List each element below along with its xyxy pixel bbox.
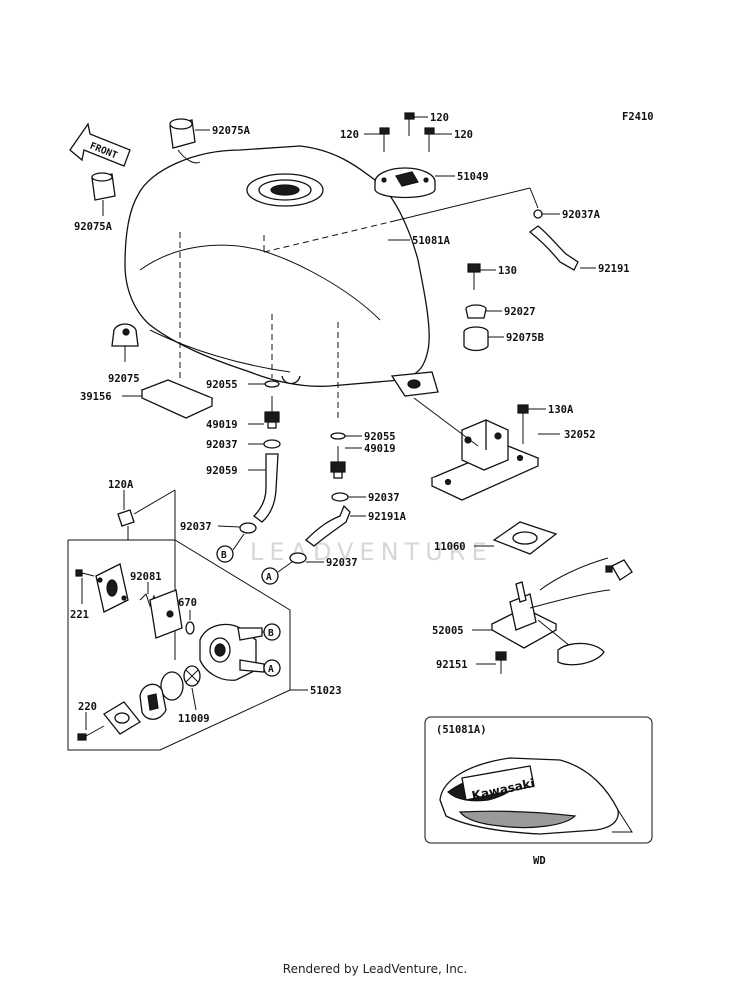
part-label-221: 221 — [70, 609, 89, 621]
fitting-49019-right — [330, 446, 346, 479]
part-label-11060: 11060 — [434, 541, 466, 553]
variant-box — [424, 716, 653, 844]
bolt-130 — [467, 263, 481, 290]
screw-120-right — [424, 127, 435, 152]
footer-credit: Rendered by LeadVenture, Inc. — [282, 962, 468, 976]
part-label-92075: 92075 — [108, 373, 140, 385]
part-label-670: 670 — [178, 597, 197, 609]
watermark: LEADVENTURE — [250, 538, 493, 566]
part-label-92075A-1: 92075A — [212, 125, 251, 137]
fuel-tank-body — [124, 145, 439, 397]
part-label-120-1: 120 — [430, 112, 449, 124]
part-label-92037-3: 92037 — [180, 521, 212, 533]
part-label-120-2: 120 — [340, 129, 359, 141]
part-label-92191A: 92191A — [368, 511, 407, 523]
part-label-120-3: 120 — [454, 129, 473, 141]
part-label-11009: 11009 — [178, 713, 210, 725]
part-label-51049: 51049 — [457, 171, 489, 183]
part-label-39156: 39156 — [80, 391, 112, 403]
fuel-cock-body — [199, 623, 265, 681]
filter-11009 — [183, 665, 201, 687]
callout-b-label-2: B — [268, 628, 274, 639]
part-label-92027: 92027 — [504, 306, 536, 318]
callout-a-label-2: A — [268, 664, 274, 675]
part-label-52005: 52005 — [432, 625, 464, 637]
diaphragm-plate — [149, 589, 183, 639]
part-label-92075A-2: 92075A — [74, 221, 113, 233]
callout-a-icon — [261, 567, 279, 585]
part-label-92055-2: 92055 — [364, 431, 396, 443]
damper-92075B — [463, 326, 489, 352]
front-arrow-icon: FRONT — [69, 122, 131, 167]
part-label-120A: 120A — [108, 479, 134, 491]
gasket-11060 — [492, 521, 558, 555]
fitting-49019-left — [264, 396, 280, 429]
rubber-92075 — [111, 323, 139, 347]
variant-box-title: (51081A) — [436, 724, 487, 736]
callout-a-icon-2 — [263, 659, 281, 677]
callout-b-icon — [216, 545, 234, 563]
screw-220 — [77, 725, 105, 741]
diagram-code: F2410 — [622, 111, 654, 123]
lever-plate — [103, 701, 141, 735]
variant-tank-graphic — [439, 757, 633, 835]
part-label-49019-1: 49019 — [206, 419, 238, 431]
part-label-92037A: 92037A — [562, 209, 601, 221]
screw-120-left — [379, 127, 390, 152]
screw-120-top — [404, 112, 415, 136]
part-label-220: 220 — [78, 701, 97, 713]
part-label-92151: 92151 — [436, 659, 468, 671]
part-label-130: 130 — [498, 265, 517, 277]
o-ring-large — [160, 671, 184, 701]
bracket-32052 — [430, 419, 540, 501]
variant-caption: WD — [533, 855, 546, 867]
callout-a-label-1: A — [266, 572, 272, 583]
fuel-sender-52005 — [490, 557, 633, 666]
rubber-92075A-top — [169, 118, 196, 149]
screw-120A — [117, 509, 135, 540]
part-label-92037-1: 92037 — [206, 439, 238, 451]
part-label-92075B: 92075B — [506, 332, 544, 344]
part-label-92037-4: 92037 — [326, 557, 358, 569]
bolt-130A — [517, 404, 529, 444]
callout-b-label-1: B — [221, 550, 227, 561]
part-label-92081: 92081 — [130, 571, 162, 583]
rubber-92075A-left — [91, 172, 116, 201]
part-label-92055-1: 92055 — [206, 379, 238, 391]
fuel-cap-51049 — [374, 167, 436, 199]
collar-92027 — [465, 304, 487, 319]
part-label-92059: 92059 — [206, 465, 238, 477]
part-label-32052: 32052 — [564, 429, 596, 441]
callout-b-icon-2 — [263, 623, 281, 641]
part-label-51023: 51023 — [310, 685, 342, 697]
fuel-cock-cover — [95, 563, 129, 613]
pad-39156 — [140, 379, 214, 419]
part-label-92191: 92191 — [598, 263, 630, 275]
part-label-92037-2: 92037 — [368, 492, 400, 504]
part-label-49019-2: 49019 — [364, 443, 396, 455]
fuel-cock-outline — [67, 539, 291, 751]
o-ring-670 — [185, 621, 195, 635]
bolt-92151 — [495, 651, 507, 674]
part-label-51081A: 51081A — [412, 235, 451, 247]
screw-221 — [75, 569, 95, 577]
lever-knob — [139, 683, 167, 720]
part-label-130A: 130A — [548, 404, 574, 416]
